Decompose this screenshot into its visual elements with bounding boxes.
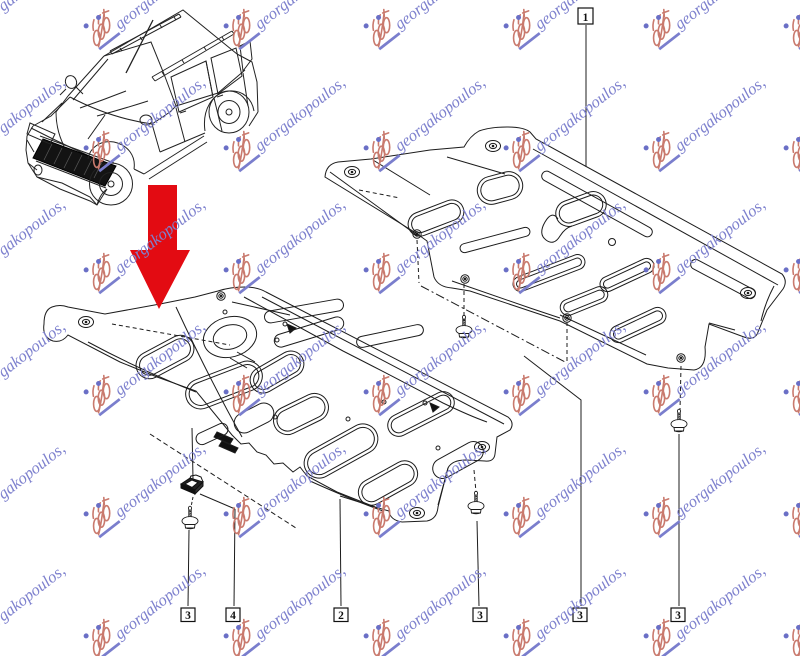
svg-text:3: 3: [477, 610, 483, 622]
svg-text:3: 3: [185, 610, 191, 622]
svg-text:4: 4: [230, 610, 236, 622]
svg-text:1: 1: [583, 12, 589, 24]
svg-text:3: 3: [577, 610, 583, 622]
svg-text:2: 2: [338, 610, 344, 622]
svg-text:3: 3: [675, 610, 681, 622]
